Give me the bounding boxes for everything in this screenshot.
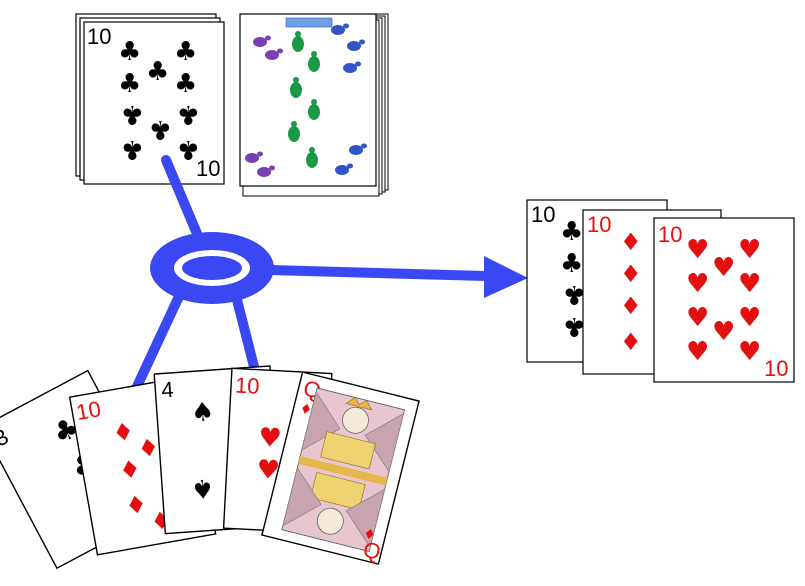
captured-cards: 10 ♣ ♣ ♣ ♣ 10 ♦ ♦ ♦ ♦ (526, 199, 795, 383)
diamond-pip: ♦ (110, 417, 136, 448)
club-pip: ♣ (174, 37, 197, 67)
heart-pip: ♥ (258, 423, 283, 454)
diamond-pip: ♦ (135, 433, 161, 464)
heart-pip: ♥ (686, 269, 709, 299)
table-card-rank-bottom: 10 (196, 156, 220, 181)
result-card-rank: 10 (587, 212, 611, 237)
hand-card-rank: 4 (160, 377, 174, 403)
heart-pip: ♥ (712, 317, 735, 347)
queen-of-diamonds-artwork (281, 387, 405, 552)
diamond-pip: ♦ (620, 292, 642, 320)
hand-card-rank: 10 (234, 373, 260, 399)
hand-cards: 3 ♣ ♣ 10 ♦ ♦ ♦ ♦ ♦ 4 ♠ ♠ (0, 365, 420, 570)
diamond-pip: ♦ (117, 454, 143, 485)
club-pip: ♣ (118, 69, 141, 99)
diamond-pip: ♦ (620, 260, 642, 288)
hand-card-queen-diamonds: Q ♦ ♦ Q (261, 371, 420, 565)
diamond-pip: ♦ (298, 401, 314, 420)
spade-pip: ♠ (190, 397, 215, 429)
card-back-pattern-icon (245, 17, 367, 177)
connector-to-result (265, 265, 491, 281)
table-card-rank-top: 10 (87, 24, 111, 49)
heart-pip: ♥ (686, 235, 709, 265)
spade-pip: ♠ (190, 472, 215, 504)
heart-pip: ♥ (738, 303, 761, 333)
diamond-pip: ♦ (123, 490, 149, 521)
heart-pip: ♥ (738, 235, 761, 265)
club-pip: ♣ (121, 134, 144, 164)
diamond-pip: ♦ (620, 228, 642, 256)
face-down-deck (239, 13, 389, 197)
club-pip: ♣ (174, 69, 197, 99)
club-pip: ♣ (146, 57, 169, 87)
club-pip: ♣ (121, 99, 144, 129)
heart-pip: ♥ (712, 253, 735, 283)
heart-pip: ♥ (738, 269, 761, 299)
right-arrow-icon (484, 256, 528, 298)
result-card-10-hearts: 10 10 ♥ ♥ ♥ ♥ ♥ ♥ ♥ ♥ ♥ ♥ (653, 217, 795, 383)
hand-card-rank: 10 (74, 396, 102, 425)
heart-pip: ♥ (686, 337, 709, 367)
club-pip: ♣ (118, 37, 141, 67)
heart-pip: ♥ (686, 303, 709, 333)
hand-card-rank-bottom: Q (361, 536, 384, 564)
club-pip: ♣ (560, 249, 583, 279)
result-card-rank: 10 (531, 202, 555, 227)
club-pip: ♣ (149, 114, 172, 144)
club-pip: ♣ (177, 134, 200, 164)
connector-to-table-card (161, 155, 203, 241)
club-pip: ♣ (560, 217, 583, 247)
diamond-pip: ♦ (620, 328, 642, 356)
diamond-pip: ♦ (361, 526, 377, 545)
result-card-rank-bottom: 10 (764, 356, 788, 381)
club-pip: ♣ (563, 279, 586, 309)
club-pip: ♣ (177, 99, 200, 129)
club-pip: ♣ (563, 311, 586, 341)
capture-hub-icon (150, 232, 274, 304)
heart-pip: ♥ (738, 337, 761, 367)
club-pips: ♣ ♣ ♣ ♣ ♣ ♣ ♣ ♣ ♣ ♣ (118, 37, 200, 164)
table-face-up-card: 10 10 ♣ ♣ ♣ ♣ ♣ ♣ ♣ ♣ ♣ ♣ (75, 13, 225, 185)
result-card-rank-top: 10 (658, 222, 682, 247)
